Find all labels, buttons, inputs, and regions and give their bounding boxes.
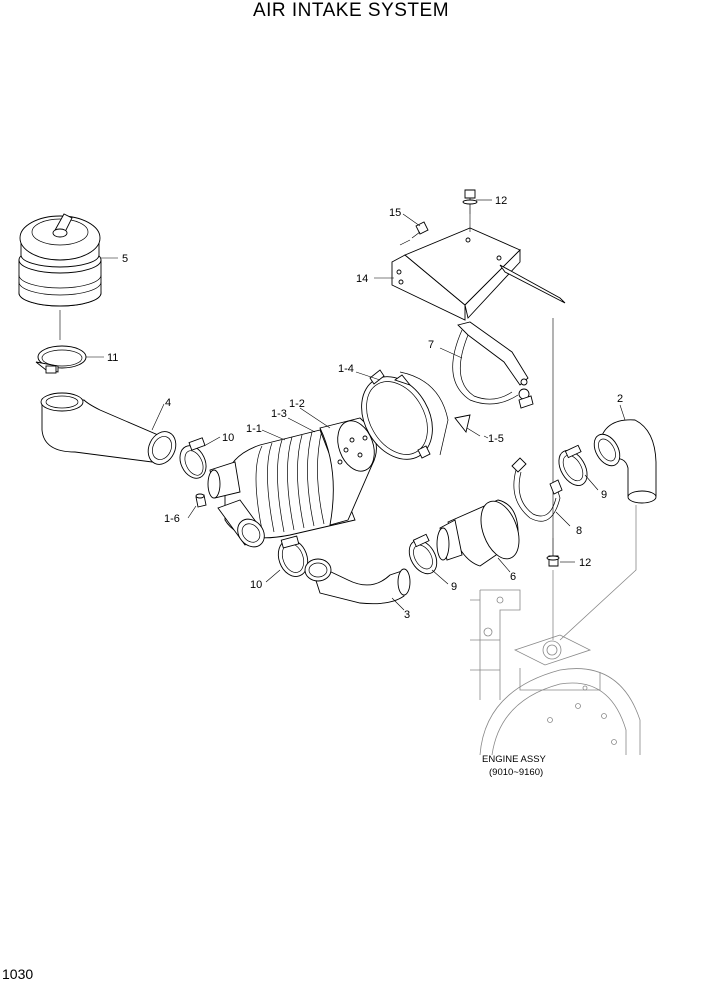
vacuator-valve	[195, 493, 207, 508]
leader-lines	[86, 199, 626, 611]
callout-11: 11	[107, 352, 118, 364]
callout-10-upper: 10	[222, 432, 234, 444]
callout-7: 7	[428, 339, 434, 351]
callout-9-right: 9	[601, 489, 607, 501]
bolt-12-bottom	[546, 318, 560, 567]
elbow-hose-2	[593, 419, 657, 504]
callout-6: 6	[510, 571, 516, 583]
callout-1-2: 1-2	[289, 398, 305, 410]
page-number: 1030	[2, 966, 34, 982]
evacuator-cone	[454, 414, 481, 437]
callout-8: 8	[576, 525, 582, 537]
support-band-8	[511, 457, 563, 522]
engine-assy-label: ENGINE ASSY	[482, 754, 547, 765]
clamp-9-lower	[408, 533, 438, 575]
hose-3	[304, 558, 411, 605]
bolt-12-top	[462, 189, 478, 232]
clamp-9-right	[558, 444, 588, 486]
bolt-15	[399, 221, 429, 246]
callout-4: 4	[165, 397, 171, 409]
callout-12-bottom: 12	[579, 557, 591, 569]
callout-12-top: 12	[495, 195, 507, 207]
page-title: AIR INTAKE SYSTEM	[252, 0, 450, 21]
callout-10-lower: 10	[250, 579, 262, 591]
callout-5: 5	[122, 253, 128, 265]
air-cleaner-cap	[18, 213, 102, 340]
bracket-14	[391, 227, 566, 321]
mounting-band-7	[452, 321, 534, 409]
pre-cleaner-6	[436, 499, 520, 567]
clamp-10-lower	[277, 535, 309, 577]
engine-assembly	[470, 505, 641, 756]
callout-3: 3	[404, 609, 410, 621]
callout-1-1: 1-1	[246, 423, 262, 435]
callout-15: 15	[389, 207, 401, 219]
air-cleaner-body	[207, 417, 377, 548]
elbow-hose-4	[40, 392, 177, 465]
callout-1-5: 1-5	[488, 433, 504, 445]
callout-2: 2	[617, 393, 623, 405]
clamp-11	[35, 345, 87, 374]
engine-assy-note: ENGINE ASSY (9010~9160)	[482, 754, 547, 778]
callout-1-6: 1-6	[164, 513, 180, 525]
engine-assy-serial: (9010~9160)	[489, 767, 543, 778]
callout-labels: 5 11 4 10 1-1 1-3 1-2 1-4 1-5 1-6 7 2 14…	[107, 195, 623, 621]
clamp-10-upper	[179, 437, 207, 479]
callout-14: 14	[356, 273, 368, 285]
callout-1-4: 1-4	[338, 363, 354, 375]
callout-9-lower: 9	[451, 581, 457, 593]
band-clamp-1-4	[361, 369, 449, 460]
callout-1-3: 1-3	[271, 408, 287, 420]
